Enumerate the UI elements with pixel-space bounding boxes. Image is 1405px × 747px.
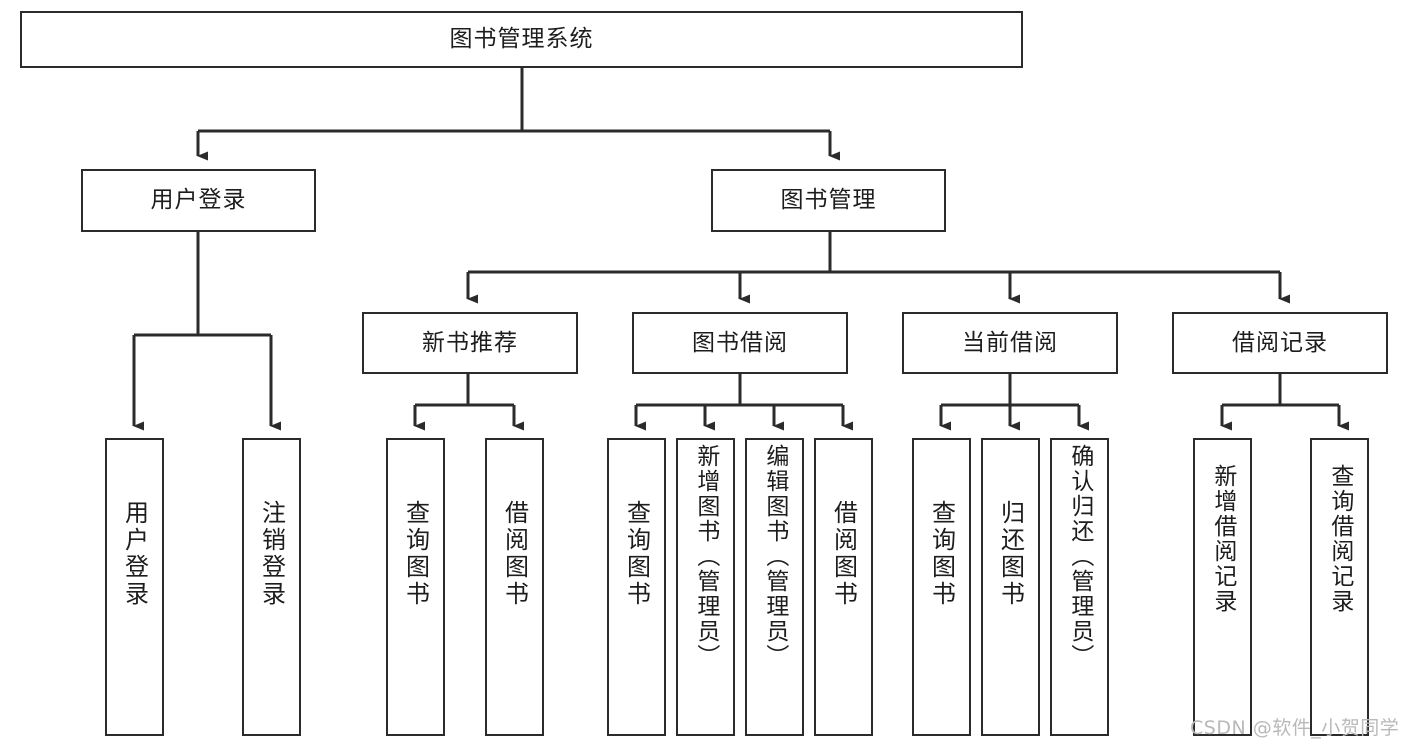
- leaf-query-book-2-label: 查询图书: [622, 500, 651, 608]
- leaf-user-login[interactable]: 用户登录: [105, 438, 164, 736]
- leaf-return-book-label: 归还图书: [996, 500, 1025, 608]
- csdn-watermark: CSDN @软件_小贺同学: [1190, 717, 1400, 739]
- node-book-borrow-label: 图书借阅: [692, 329, 788, 356]
- leaf-query-book-1[interactable]: 查询图书: [386, 438, 445, 736]
- leaf-borrow-book-2[interactable]: 借阅图书: [814, 438, 873, 736]
- node-current-borrow-label: 当前借阅: [962, 329, 1058, 356]
- leaf-add-record-label: 新增借阅记录: [1209, 464, 1236, 614]
- leaf-add-record[interactable]: 新增借阅记录: [1193, 438, 1252, 736]
- node-user-login-label: 用户登录: [150, 187, 247, 214]
- node-root-label: 图书管理系统: [449, 26, 594, 53]
- leaf-borrow-book-1-label: 借阅图书: [500, 500, 529, 608]
- leaf-add-book-label: 新增图书（管理员）: [692, 444, 719, 669]
- node-user-login[interactable]: 用户登录: [81, 169, 316, 232]
- leaf-edit-book[interactable]: 编辑图书（管理员）: [745, 438, 804, 736]
- leaf-logout-label: 注销登录: [257, 500, 286, 608]
- leaf-edit-book-label: 编辑图书（管理员）: [761, 444, 788, 669]
- leaf-query-book-2[interactable]: 查询图书: [607, 438, 666, 736]
- node-book-borrow[interactable]: 图书借阅: [632, 312, 848, 374]
- leaf-query-record-label: 查询借阅记录: [1326, 464, 1353, 614]
- leaf-borrow-book-2-label: 借阅图书: [829, 500, 858, 608]
- leaf-query-record[interactable]: 查询借阅记录: [1310, 438, 1369, 736]
- leaf-logout[interactable]: 注销登录: [242, 438, 301, 736]
- node-root[interactable]: 图书管理系统: [20, 11, 1023, 68]
- leaf-query-book-1-label: 查询图书: [401, 500, 430, 608]
- leaf-user-login-label: 用户登录: [120, 500, 149, 608]
- node-book-manage-label: 图书管理: [780, 187, 877, 214]
- node-new-book-rec-label: 新书推荐: [422, 329, 518, 356]
- leaf-add-book[interactable]: 新增图书（管理员）: [676, 438, 735, 736]
- node-book-manage[interactable]: 图书管理: [711, 169, 946, 232]
- node-borrow-record[interactable]: 借阅记录: [1172, 312, 1388, 374]
- leaf-return-book[interactable]: 归还图书: [981, 438, 1040, 736]
- leaf-borrow-book-1[interactable]: 借阅图书: [485, 438, 544, 736]
- leaf-query-book-3-label: 查询图书: [927, 500, 956, 608]
- leaf-confirm-return-label: 确认归还（管理员）: [1066, 444, 1093, 669]
- leaf-query-book-3[interactable]: 查询图书: [912, 438, 971, 736]
- node-new-book-rec[interactable]: 新书推荐: [362, 312, 578, 374]
- leaf-confirm-return[interactable]: 确认归还（管理员）: [1050, 438, 1109, 736]
- node-borrow-record-label: 借阅记录: [1232, 329, 1328, 356]
- node-current-borrow[interactable]: 当前借阅: [902, 312, 1118, 374]
